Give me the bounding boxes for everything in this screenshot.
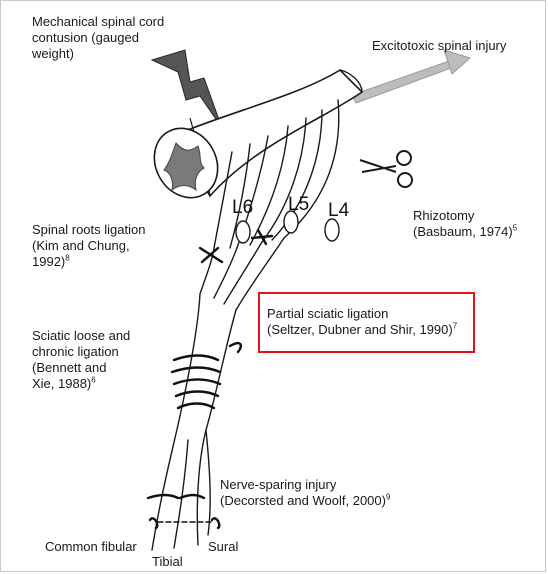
label-line: (Bennett and xyxy=(32,360,106,375)
label-mechanical-contusion: Mechanical spinal cord contusion (gauged… xyxy=(32,14,164,62)
label-line: Xie, 1988) xyxy=(32,376,91,391)
label-line: Sural xyxy=(208,539,238,554)
label-line: (Kim and Chung, xyxy=(32,238,130,253)
label-line: Sciatic loose and xyxy=(32,328,130,343)
label-line: (Decorsted and Woolf, 2000) xyxy=(220,493,386,508)
label-line: Excitotoxic spinal injury xyxy=(372,38,506,53)
scissors-icon xyxy=(360,151,412,187)
label-spinal-roots-ligation: Spinal roots ligation (Kim and Chung, 19… xyxy=(32,222,145,270)
label-line: Rhizotomy xyxy=(413,208,474,223)
label-common-fibular: Common fibular xyxy=(45,539,137,555)
label-line: Partial sciatic ligation xyxy=(267,306,388,321)
segment-label-l5: L5 xyxy=(288,195,309,215)
reference-number: 6 xyxy=(91,376,95,385)
label-line: Nerve-sparing injury xyxy=(220,477,336,492)
label-line: Spinal roots ligation xyxy=(32,222,145,237)
label-line: 1992) xyxy=(32,254,65,269)
label-excitotoxic-injury: Excitotoxic spinal injury xyxy=(372,38,506,54)
label-line: chronic ligation xyxy=(32,344,119,359)
spinal-cord xyxy=(142,70,362,209)
label-line: Common fibular xyxy=(45,539,137,554)
label-line: weight) xyxy=(32,46,74,61)
label-rhizotomy: Rhizotomy (Basbaum, 1974)5 xyxy=(413,208,517,240)
label-line: (Basbaum, 1974) xyxy=(413,224,513,239)
reference-number: 8 xyxy=(65,254,69,263)
reference-number: 7 xyxy=(453,322,457,331)
label-nerve-sparing-injury: Nerve-sparing injury (Decorsted and Wool… xyxy=(220,477,390,509)
label-tibial: Tibial xyxy=(152,554,183,570)
label-line: Tibial xyxy=(152,554,183,569)
label-line: (Seltzer, Dubner and Shir, 1990) xyxy=(267,322,453,337)
reference-number: 9 xyxy=(386,493,390,502)
reference-number: 5 xyxy=(513,224,517,233)
segment-label-l4: L4 xyxy=(328,201,349,221)
label-sural: Sural xyxy=(208,539,238,555)
segment-label-l6: L6 xyxy=(232,198,253,218)
label-partial-sciatic-ligation: Partial sciatic ligation (Seltzer, Dubne… xyxy=(267,306,457,338)
arrow-icon xyxy=(352,50,470,103)
label-sciatic-loose-ligation: Sciatic loose and chronic ligation (Benn… xyxy=(32,328,130,392)
label-line: contusion (gauged xyxy=(32,30,139,45)
label-line: Mechanical spinal cord xyxy=(32,14,164,29)
